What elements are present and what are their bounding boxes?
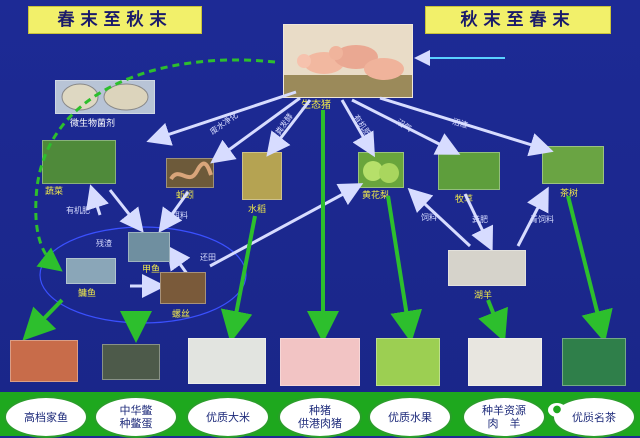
product-4-line2: 供港肉猪 — [298, 417, 342, 430]
product-4: 种猪供港肉猪 — [278, 396, 362, 438]
product-rice-photo — [188, 338, 266, 384]
product-3: 优质大米 — [186, 396, 270, 438]
product-1-text: 高档家鱼 — [24, 410, 68, 424]
product-sheep-photo — [468, 338, 542, 386]
product-2: 中华鳖种鳖蛋 — [94, 396, 178, 438]
pear-photo — [358, 152, 404, 188]
arrow-label-7: 残渣 — [96, 239, 112, 248]
earthworm-icon — [169, 161, 213, 181]
tea-label: 茶树 — [560, 189, 579, 199]
arrow-label-11: 粪肥 — [472, 215, 488, 224]
watermark-text: 新猪网 — [570, 404, 603, 417]
product-5: 优质水果 — [368, 396, 452, 438]
product-turtle-photo — [102, 344, 160, 380]
rice-label: 水稻 — [248, 205, 267, 215]
arrow-label-6: 有机肥 — [66, 206, 90, 215]
pear-icon — [363, 161, 399, 183]
product-5-text: 优质水果 — [388, 410, 432, 424]
banner-left: 春末至秋末 — [28, 6, 202, 34]
arrow-label-10: 饲料 — [421, 213, 437, 222]
product-tea-photo — [562, 338, 626, 386]
center-label: 生态猪 — [301, 100, 331, 111]
turtle-photo — [128, 232, 170, 262]
vegetable-photo — [42, 140, 116, 184]
petri-dish-icon — [61, 83, 149, 111]
sheep-label: 湖羊 — [474, 291, 493, 301]
banner-right: 秋末至春末 — [425, 6, 611, 34]
product-6-line2: 肉 羊 — [487, 417, 521, 430]
product-6-line1: 种羊资源 — [482, 404, 526, 417]
product-7-text: 优质名茶 — [572, 410, 616, 424]
product-pear-photo — [376, 338, 440, 386]
arrow-label-12: 青饲料 — [530, 215, 554, 224]
product-pig-photo — [280, 338, 360, 386]
wechat-icon: ● — [548, 403, 566, 417]
product-fish-photo — [10, 340, 78, 382]
pig-illustration — [284, 45, 412, 97]
watermark: ● 新猪网 — [548, 398, 636, 422]
product-4-line1: 种猪 — [309, 404, 331, 417]
snail-label: 螺丝 — [172, 310, 191, 320]
snail-photo — [160, 272, 206, 304]
arrow-label-8: 饵料 — [172, 211, 188, 220]
product-2-line1: 中华鳖 — [119, 404, 153, 417]
vegetable-label: 蔬菜 — [45, 187, 64, 197]
turtle-label: 甲鱼 — [142, 265, 161, 275]
pig-photo — [283, 24, 413, 98]
arrow-label-9: 还田 — [200, 253, 216, 262]
product-3-text: 优质大米 — [206, 410, 250, 424]
microbe-photo — [55, 80, 155, 114]
sheep-photo — [448, 250, 526, 286]
product-7: 优质名茶 — [552, 396, 636, 438]
grass-photo — [438, 152, 500, 190]
product-1: 高档家鱼 — [4, 396, 88, 438]
rice-photo — [242, 152, 282, 200]
fish-photo — [66, 258, 116, 284]
product-2-line2: 种鳖蛋 — [119, 417, 153, 430]
microbe-label: 微生物菌剂 — [70, 119, 116, 129]
pear-label: 黄花梨 — [362, 191, 390, 201]
grass-label: 牧草 — [455, 195, 474, 205]
earthworm-photo — [166, 158, 214, 188]
product-6: 种羊资源肉 羊 — [462, 396, 546, 438]
fish-label: 鳙鱼 — [78, 289, 97, 299]
